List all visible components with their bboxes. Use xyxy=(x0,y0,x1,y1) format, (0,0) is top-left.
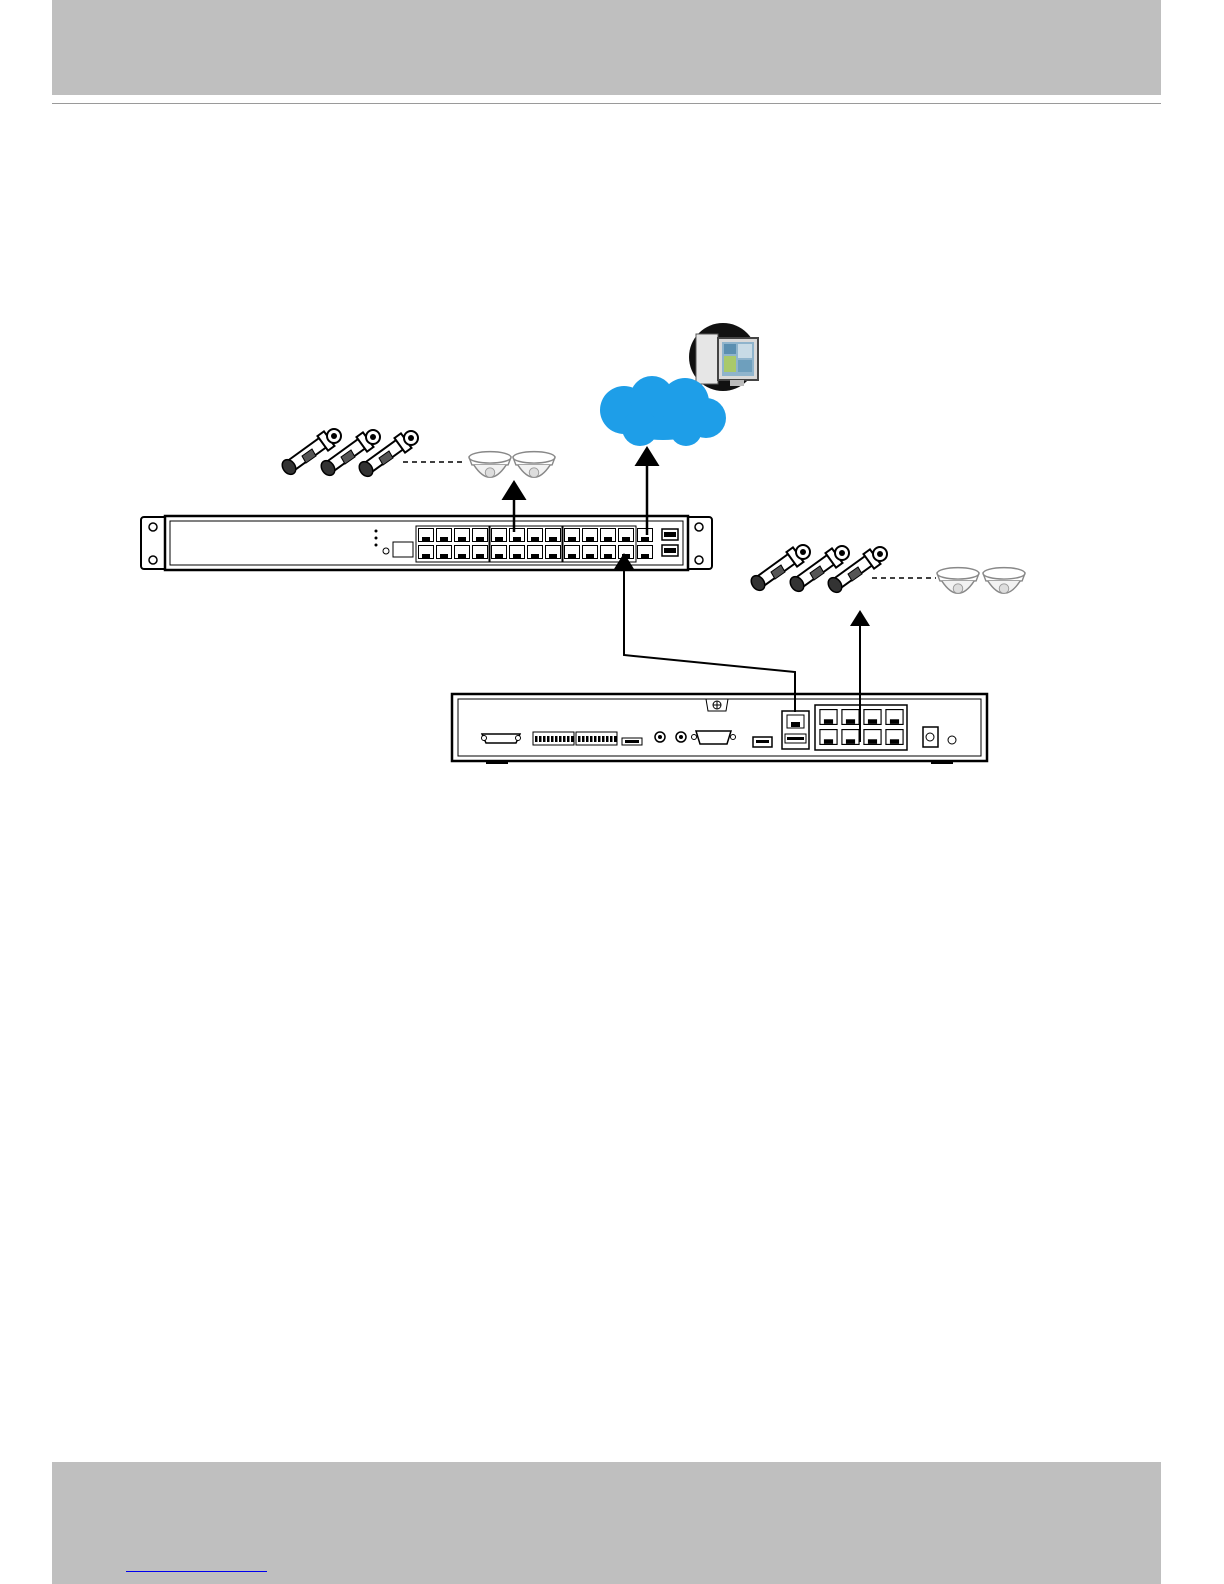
switch-port xyxy=(437,546,452,559)
switch-port xyxy=(492,529,507,542)
switch-port xyxy=(473,546,488,559)
nvr-poe-port xyxy=(886,710,903,725)
network-switch-icon xyxy=(141,516,712,570)
switch-port xyxy=(601,546,616,559)
nvr-poe-port xyxy=(864,730,881,745)
switch-port xyxy=(419,529,434,542)
switch-port xyxy=(583,529,598,542)
nvr-poe-port xyxy=(820,710,837,725)
switch-port xyxy=(619,529,634,542)
switch-port xyxy=(528,529,543,542)
dome-camera-icon xyxy=(937,568,979,594)
footer-link-underline[interactable] xyxy=(126,1571,267,1572)
switch-port xyxy=(565,529,580,542)
dome-camera-icon xyxy=(513,452,555,478)
nvr-poe-port xyxy=(864,710,881,725)
switch-port xyxy=(473,529,488,542)
switch-port xyxy=(638,546,653,559)
dome-camera-icon xyxy=(983,568,1025,594)
nvr-poe-port xyxy=(842,710,859,725)
switch-port xyxy=(601,529,616,542)
nvr-poe-port xyxy=(820,730,837,745)
nvr-poe-port xyxy=(842,730,859,745)
switch-port xyxy=(638,529,653,542)
switch-port xyxy=(510,546,525,559)
switch-port xyxy=(437,529,452,542)
switch-port xyxy=(455,529,470,542)
link-nvr-to-switch xyxy=(624,561,795,712)
switch-port xyxy=(583,546,598,559)
camera-group-switch xyxy=(279,429,555,479)
switch-port xyxy=(419,546,434,559)
computer-monitor-icon xyxy=(689,323,758,391)
dome-camera-icon xyxy=(469,452,511,478)
switch-port xyxy=(565,546,580,559)
page-footer xyxy=(52,1462,1161,1584)
switch-port xyxy=(455,546,470,559)
camera-group-nvr xyxy=(748,545,1025,595)
switch-port xyxy=(619,546,634,559)
switch-port xyxy=(492,546,507,559)
switch-port xyxy=(546,529,561,542)
switch-port xyxy=(546,546,561,559)
switch-port xyxy=(510,529,525,542)
switch-port xyxy=(528,546,543,559)
nvr-poe-port xyxy=(886,730,903,745)
nvr-rear-panel-icon xyxy=(452,694,987,764)
